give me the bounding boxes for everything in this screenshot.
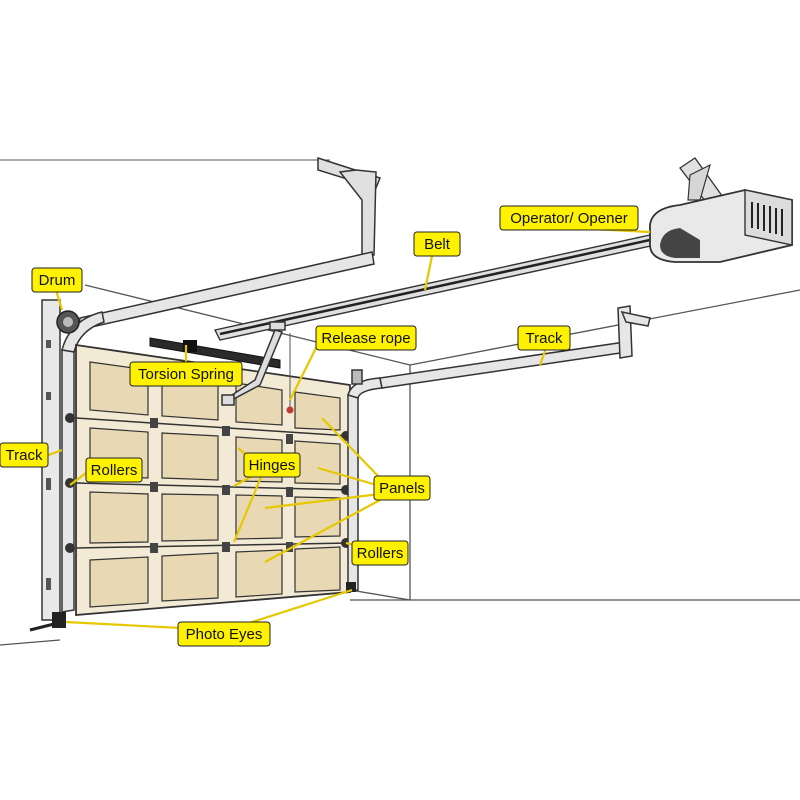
- callout-torsion-spring: Torsion Spring: [129, 361, 243, 387]
- svg-text:Photo Eyes: Photo Eyes: [186, 626, 263, 643]
- door-arm: [221, 321, 286, 406]
- hinges: [150, 418, 293, 553]
- release-rope: [286, 333, 294, 414]
- callout-drum: Drum: [31, 267, 83, 293]
- svg-text:Belt: Belt: [424, 236, 451, 253]
- svg-text:Track: Track: [6, 447, 43, 464]
- svg-text:Hinges: Hinges: [249, 457, 296, 474]
- svg-text:Torsion Spring: Torsion Spring: [138, 366, 234, 383]
- svg-text:Rollers: Rollers: [357, 545, 404, 562]
- room-outline: [0, 159, 800, 646]
- ceiling-bracket: [317, 156, 381, 259]
- photo-eye-sensors: [29, 582, 356, 632]
- callout-belt: Belt: [413, 231, 461, 257]
- callout-photo-eyes: Photo Eyes: [177, 621, 271, 647]
- svg-text:Operator/ Opener: Operator/ Opener: [510, 210, 628, 227]
- callout-track-left: Track: [0, 442, 49, 468]
- callout-operator-opener: Operator/ Opener: [499, 205, 639, 231]
- door-panels: [89, 361, 341, 608]
- right-track: [347, 305, 651, 593]
- svg-text:Release rope: Release rope: [321, 330, 410, 347]
- svg-text:Track: Track: [526, 330, 563, 347]
- callout-hinges: Hinges: [243, 452, 301, 478]
- garage-door-opener-icon: [649, 157, 793, 263]
- drum-assembly: [41, 299, 80, 621]
- callout-rollers-right: Rollers: [351, 540, 409, 566]
- callout-release-rope: Release rope: [315, 325, 417, 351]
- callout-panels: Panels: [373, 475, 431, 501]
- svg-text:Rollers: Rollers: [91, 462, 138, 479]
- svg-text:Drum: Drum: [39, 272, 76, 289]
- svg-text:Panels: Panels: [379, 480, 425, 497]
- callout-track-right: Track: [517, 325, 571, 351]
- callout-rollers-left: Rollers: [85, 457, 143, 483]
